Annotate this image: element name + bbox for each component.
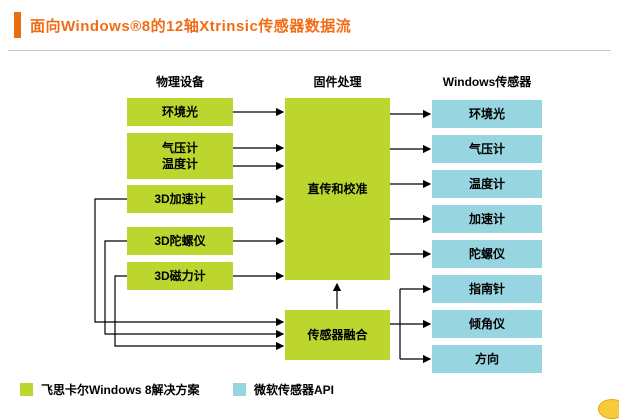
title-divider — [8, 50, 611, 51]
windows-sensor-gyroscope: 陀螺仪 — [432, 240, 542, 268]
legend-swatch-green — [20, 383, 33, 396]
column-header-physical-devices: 物理设备 — [155, 75, 204, 89]
title-accent-bar — [14, 12, 21, 38]
windows-sensor-barometer: 气压计 — [432, 135, 542, 163]
windows-sensor-thermometer: 温度计 — [432, 170, 542, 198]
legend-item-freescale-solution: 飞思卡尔Windows 8解决方案 — [20, 381, 200, 398]
physical-box-3d-magnetometer: 3D磁力计 — [127, 262, 233, 290]
legend-item-microsoft-api: 微软传感器API — [233, 381, 334, 398]
column-header-firmware-processing: 固件处理 — [313, 75, 362, 89]
legend-label-freescale-solution: 飞思卡尔Windows 8解决方案 — [41, 383, 200, 397]
firmware-box-sensor-fusion: 传感器融合 — [285, 310, 390, 360]
windows-sensor-inclinometer: 倾角仪 — [432, 310, 542, 338]
physical-box-3d-accelerometer: 3D加速计 — [127, 185, 233, 213]
physical-box-ambient-light: 环境光 — [127, 98, 233, 126]
column-header-windows-sensors: Windows传感器 — [442, 75, 532, 89]
windows-sensor-orientation: 方向 — [432, 345, 542, 373]
legend-label-microsoft-api: 微软传感器API — [254, 383, 335, 397]
legend-swatch-cyan — [233, 383, 246, 396]
windows-sensor-accelerometer: 加速计 — [432, 205, 542, 233]
physical-box-barometer-thermometer: 气压计 温度计 — [127, 133, 233, 179]
freescale-logo — [598, 399, 619, 419]
page-title: 面向Windows®8的12轴Xtrinsic传感器数据流 — [30, 17, 352, 35]
windows-sensor-compass: 指南针 — [432, 275, 542, 303]
title-row: 面向Windows®8的12轴Xtrinsic传感器数据流 — [14, 12, 351, 38]
physical-box-3d-gyroscope: 3D陀螺仪 — [127, 227, 233, 255]
firmware-box-passthrough-calibration: 直传和校准 — [285, 98, 390, 280]
windows-sensor-ambient-light: 环境光 — [432, 100, 542, 128]
